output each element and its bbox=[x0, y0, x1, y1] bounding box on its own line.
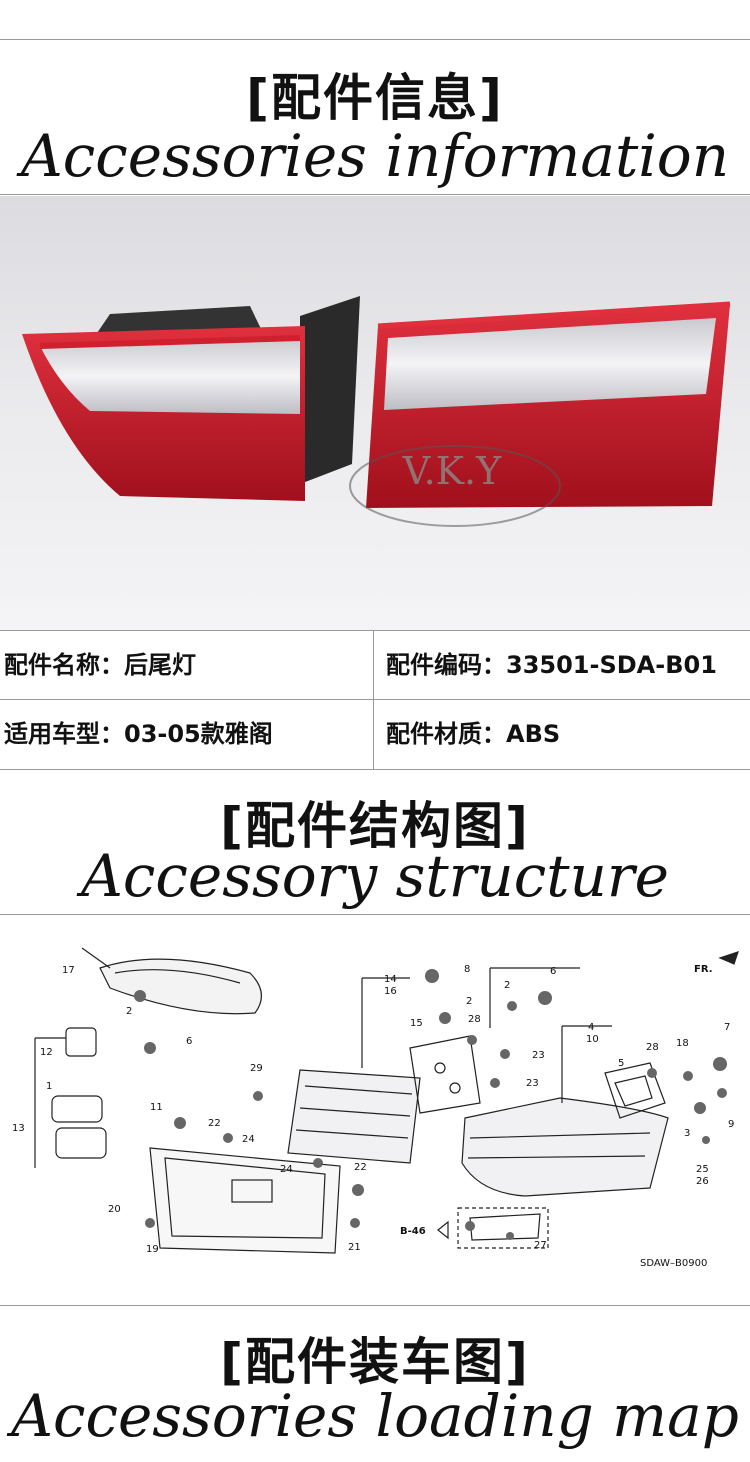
divider bbox=[0, 194, 750, 195]
table-mid-line bbox=[0, 699, 750, 700]
part-label: 23 bbox=[526, 1078, 539, 1089]
part-label: 24 bbox=[242, 1134, 255, 1145]
part-label: 26 bbox=[696, 1176, 709, 1187]
top-divider bbox=[0, 39, 750, 40]
part-label: 7 bbox=[724, 1022, 730, 1033]
part-label: 11 bbox=[150, 1102, 163, 1113]
section-title-en: Accessories information bbox=[20, 122, 730, 190]
part-label: 1 bbox=[46, 1081, 52, 1092]
watermark: V.K.Y bbox=[402, 449, 502, 493]
part-label: 28 bbox=[646, 1042, 659, 1053]
right-tail-lamp bbox=[366, 301, 731, 508]
spec-material: 配件材质：ABS bbox=[386, 720, 561, 748]
part-label: 2 bbox=[466, 996, 472, 1007]
ref-label: B-46 bbox=[400, 1226, 426, 1237]
part-label: 2 bbox=[504, 980, 510, 991]
fr-label: FR. bbox=[694, 964, 713, 975]
part-label: 12 bbox=[40, 1047, 53, 1058]
part-label: 29 bbox=[250, 1063, 263, 1074]
part-label: 22 bbox=[354, 1162, 367, 1173]
table-top-line bbox=[0, 630, 750, 631]
part-label: 8 bbox=[464, 964, 470, 975]
part-label: 28 bbox=[468, 1014, 481, 1025]
divider bbox=[0, 1305, 750, 1306]
part-label: 17 bbox=[62, 965, 75, 976]
part-label: 27 bbox=[534, 1240, 547, 1251]
part-label: 16 bbox=[384, 986, 397, 997]
part-label: 23 bbox=[532, 1050, 545, 1061]
part-label: 13 bbox=[12, 1123, 25, 1134]
product-photo: V.K.Y bbox=[0, 196, 750, 630]
spec-vehicle-model: 适用车型：03-05款雅阁 bbox=[4, 720, 273, 748]
spec-part-name: 配件名称：后尾灯 bbox=[4, 651, 196, 679]
part-label: 24 bbox=[280, 1164, 293, 1175]
part-label: 25 bbox=[696, 1164, 709, 1175]
spec-part-code: 配件编码：33501-SDA-B01 bbox=[386, 651, 717, 679]
table-bottom-line bbox=[0, 769, 750, 770]
part-label: 5 bbox=[618, 1058, 624, 1069]
part-label: 10 bbox=[586, 1034, 599, 1045]
section-title-cn: [配件装车图] bbox=[220, 1333, 530, 1391]
part-label: 14 bbox=[384, 974, 397, 985]
section-title-cn: [配件结构图] bbox=[220, 797, 530, 855]
part-label: 6 bbox=[186, 1036, 192, 1047]
divider bbox=[0, 914, 750, 915]
part-label: 6 bbox=[550, 966, 556, 977]
part-label: 20 bbox=[108, 1204, 121, 1215]
part-label: 15 bbox=[410, 1018, 423, 1029]
left-tail-lamp bbox=[22, 296, 360, 501]
part-label: 2 bbox=[126, 1006, 132, 1017]
section-title-cn: [配件信息] bbox=[246, 69, 504, 127]
part-label: 3 bbox=[684, 1128, 690, 1139]
part-label: 4 bbox=[588, 1022, 594, 1033]
part-label: 19 bbox=[146, 1244, 159, 1255]
section-title-en: Accessories loading map bbox=[11, 1382, 739, 1450]
part-label: 18 bbox=[676, 1038, 689, 1049]
part-label: 22 bbox=[208, 1118, 221, 1129]
part-label: 9 bbox=[728, 1119, 734, 1130]
part-label: 21 bbox=[348, 1242, 361, 1253]
table-column-divider bbox=[373, 630, 374, 770]
diagram-code: SDAW–B0900 bbox=[640, 1258, 707, 1269]
parts-diagram: 17 2 6 12 1 13 11 29 22 24 20 19 14 16 8… bbox=[12, 947, 739, 1269]
section-title-en: Accessory structure bbox=[81, 842, 669, 910]
